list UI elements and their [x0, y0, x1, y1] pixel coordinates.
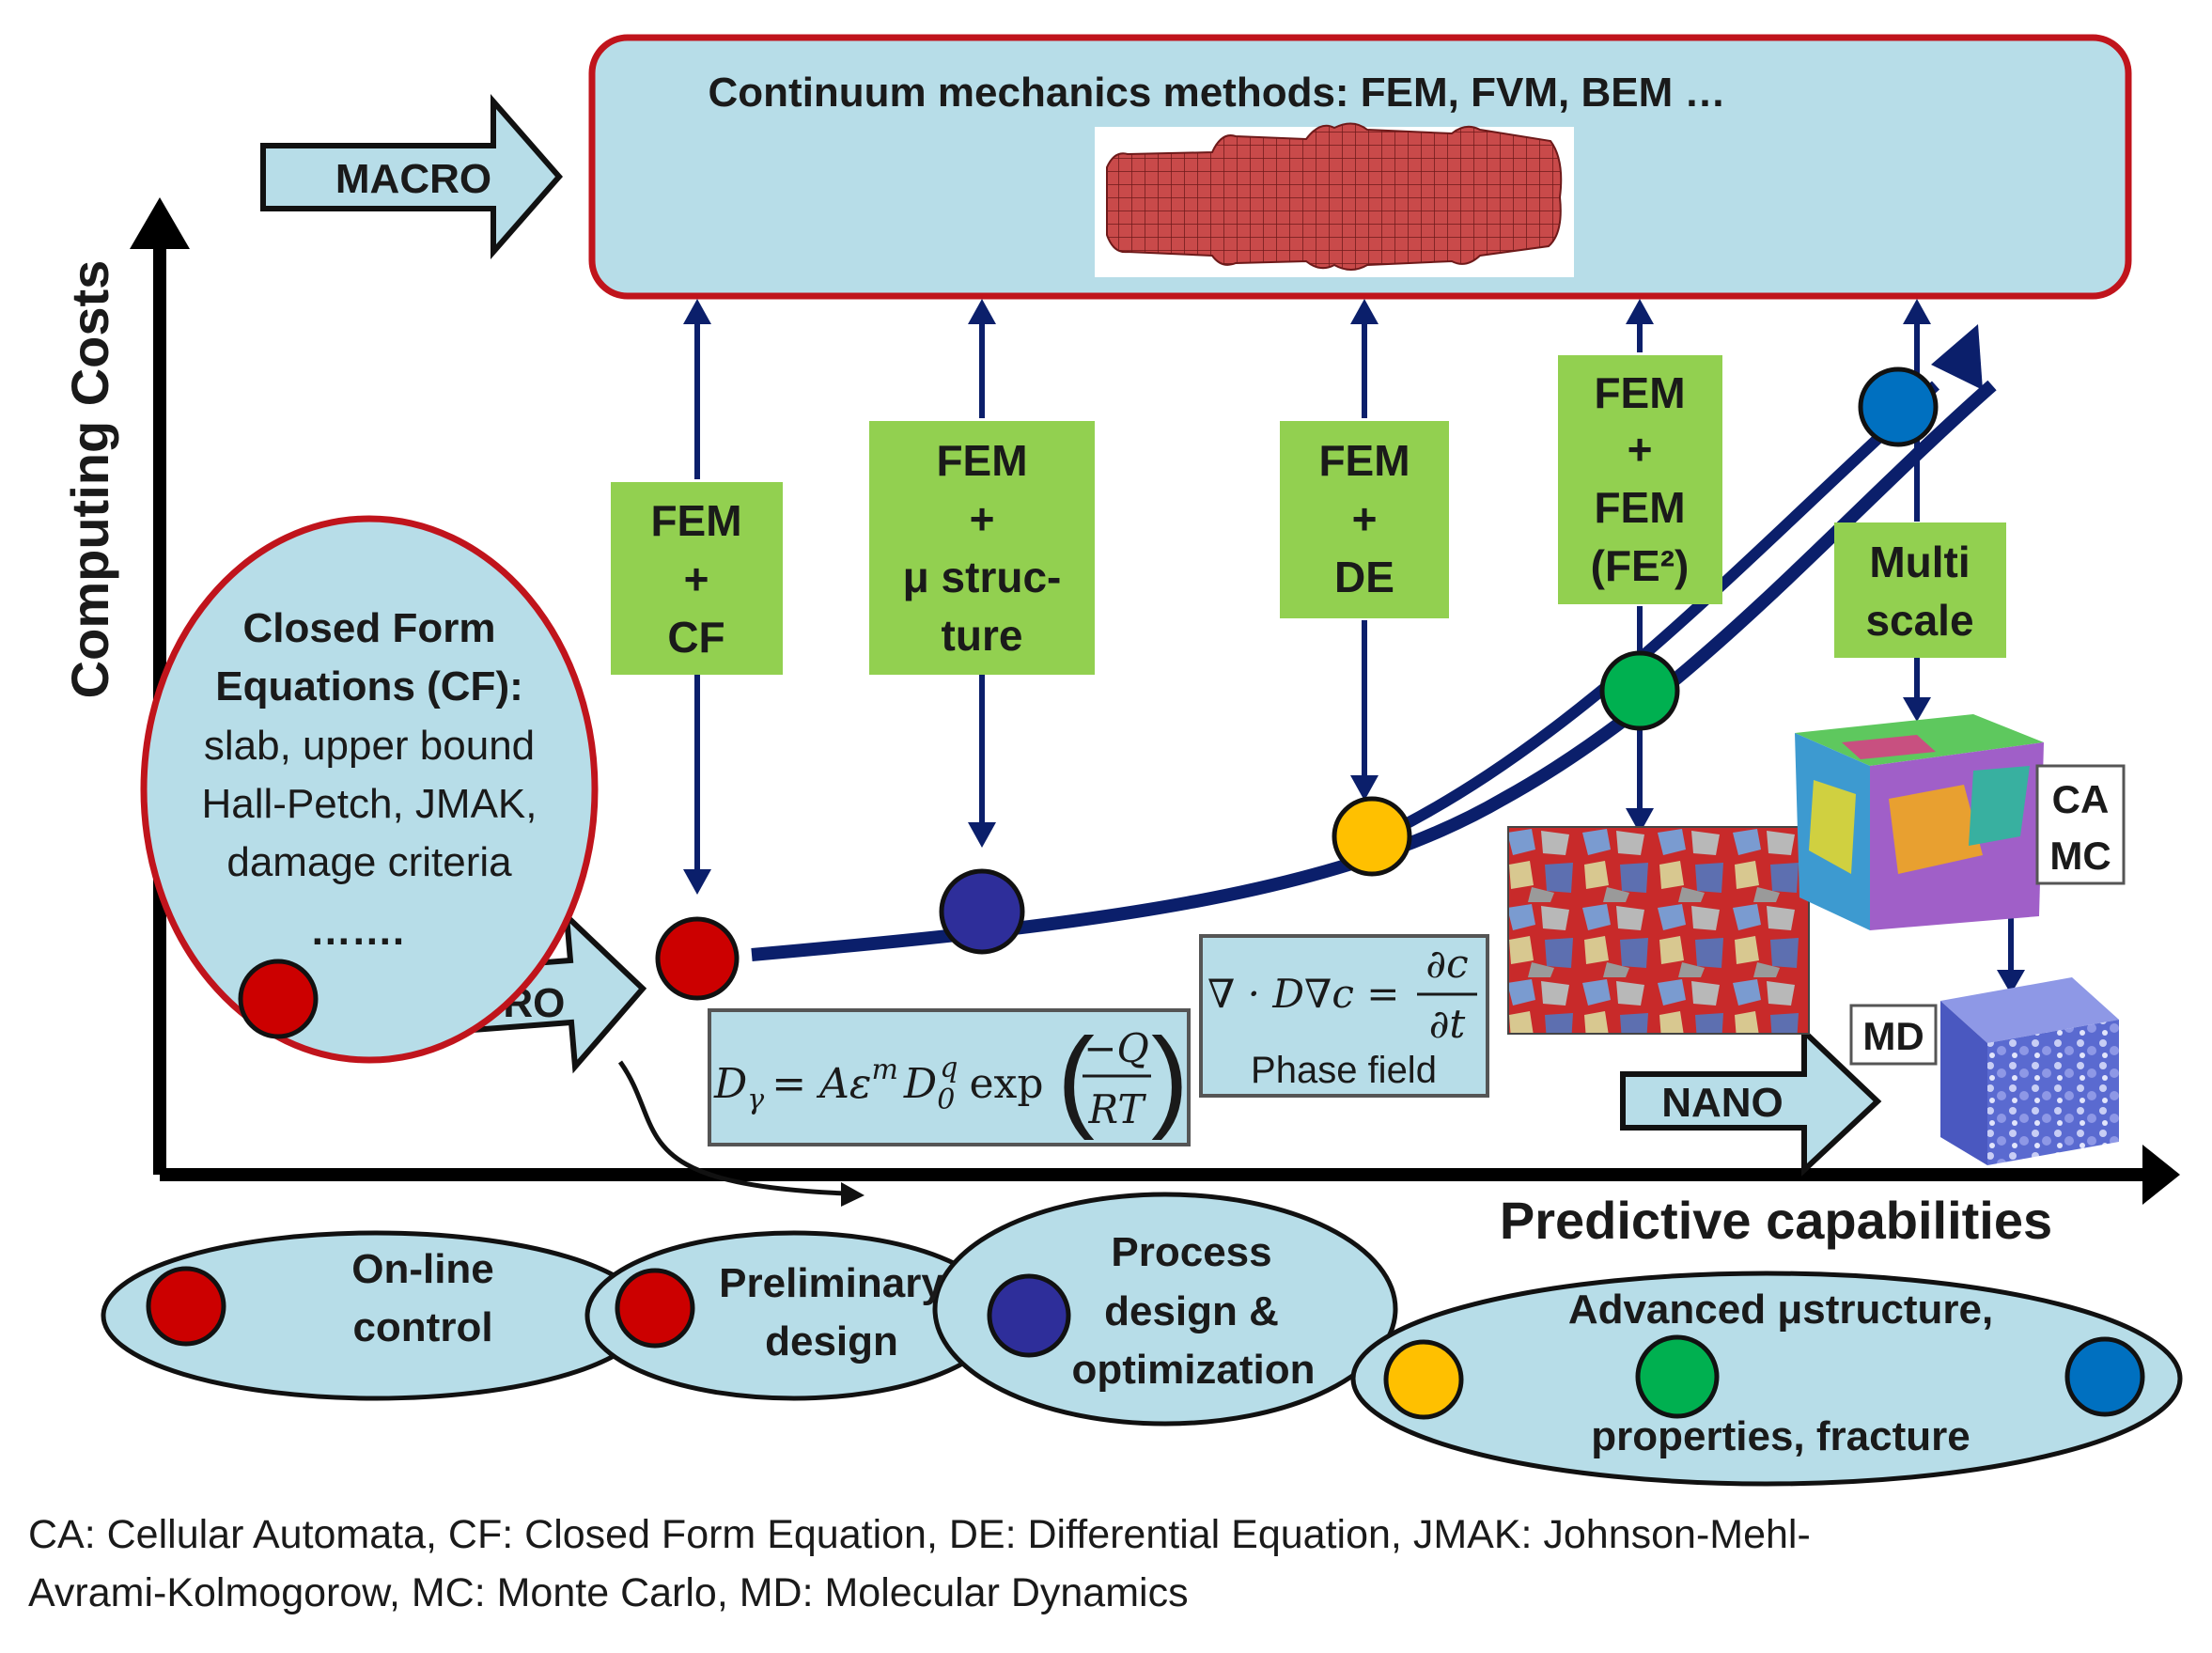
eq1-numerator: −Q: [1083, 1025, 1149, 1071]
eq2-denominator: ∂t: [1429, 1001, 1466, 1047]
closed-form-title-2: Equations (CF):: [215, 663, 523, 710]
eq1-sub-0: 0: [937, 1084, 955, 1116]
method-fem-de-line-2: +: [1352, 494, 1378, 543]
cost-curve-arrowhead: [1931, 324, 1983, 390]
oval-dot-blue: [2064, 1336, 2145, 1417]
oval-advanced-line-1: Advanced μstructure,: [1568, 1287, 1993, 1333]
eq2-lhs: ∇ · D∇c =: [1207, 971, 1399, 1017]
ca-cube-image: [1795, 714, 2044, 930]
eq1-sup-m: m: [871, 1053, 897, 1086]
method-box-multiscale: Multi scale: [1834, 522, 2006, 658]
method-box-fe2: FEM + FEM (FE²): [1558, 355, 1722, 604]
method-box-fem-cf: FEM + CF: [611, 482, 783, 675]
method-fem-cf-line-2: +: [684, 554, 709, 603]
oval-dot-yellow: [1383, 1339, 1464, 1420]
x-axis-label: Predictive capabilities: [1500, 1191, 2052, 1250]
fem-mesh-cylinder-image: [1095, 122, 1574, 277]
y-axis-label: Computing Costs: [60, 260, 119, 699]
closed-form-red-circle: [238, 959, 319, 1039]
method-fe2-line-2: +: [1628, 425, 1653, 474]
application-ovals: On-line control Preliminary design Proce…: [101, 1192, 2183, 1487]
md-label-box: MD: [1849, 1004, 1938, 1066]
method-fem-de-line-3: DE: [1334, 553, 1394, 601]
oval-advanced-microstructure: [1350, 1271, 2183, 1487]
oval-dot-red-2: [615, 1268, 695, 1349]
oval-process-design: [932, 1192, 1398, 1427]
dot-green: [1599, 650, 1680, 731]
oval-process-line-1: Process: [1111, 1229, 1271, 1275]
method-fe2-line-4: (FE²): [1591, 541, 1690, 590]
method-fe2-line-3: FEM: [1594, 483, 1685, 532]
cost-curve-upper: [1369, 381, 1940, 847]
macro-arrow: MACRO: [260, 94, 563, 259]
method-fem-mu-line-1: FEM: [936, 436, 1027, 485]
equation-box-2: ∇ · D∇c = ∂c ∂t Phase field: [1199, 934, 1489, 1098]
continuum-mechanics-title: Continuum mechanics methods: FEM, FVM, B…: [709, 70, 1726, 116]
eq1-lhs-sub: γ: [747, 1084, 764, 1116]
md-label: MD: [1862, 1014, 1924, 1058]
method-multiscale-line-2: scale: [1865, 596, 1973, 645]
abbreviation-legend: CA: Cellular Automata, CF: Closed Form E…: [28, 1505, 2189, 1622]
closed-form-dots: …….: [310, 908, 404, 954]
method-fem-mu-line-4: ture: [942, 611, 1023, 660]
continuum-mechanics-box: Continuum mechanics methods: FEM, FVM, B…: [588, 34, 2132, 300]
nano-label: NANO: [1661, 1080, 1784, 1126]
method-multiscale-line-1: Multi: [1869, 538, 1970, 586]
ca-label: CA: [2052, 777, 2110, 821]
oval-dot-indigo: [987, 1273, 1071, 1358]
method-box-fem-microstructure: FEM + μ struc- ture: [869, 421, 1095, 675]
oval-dot-red-1: [146, 1266, 226, 1347]
nano-arrow: NANO: [1620, 1025, 1882, 1177]
ca-mc-label-box: CA MC: [2035, 764, 2126, 885]
closed-form-line-2: Hall-Petch, JMAK,: [202, 781, 537, 827]
dot-blue: [1858, 366, 1939, 447]
mc-label: MC: [2049, 834, 2111, 878]
eq1-denominator: RT: [1088, 1086, 1147, 1132]
closed-form-title-1: Closed Form: [243, 605, 496, 651]
oval-advanced-line-2: properties, fracture: [1591, 1413, 1970, 1459]
oval-process-line-3: optimization: [1071, 1347, 1315, 1393]
method-fem-cf-line-3: CF: [667, 613, 724, 662]
dot-red-micro: [655, 916, 740, 1001]
micro-to-preliminary-connector: [617, 1060, 865, 1207]
eq1-rhs: = Aε: [771, 1060, 871, 1108]
oval-preliminary-line-1: Preliminary: [719, 1260, 944, 1306]
method-fem-mu-line-2: +: [970, 494, 995, 543]
eq1-sup-q: q: [940, 1052, 958, 1084]
legend-line-1: CA: Cellular Automata, CF: Closed Form E…: [28, 1512, 1811, 1557]
eq1-right-paren: ): [1151, 1015, 1189, 1141]
dot-indigo: [939, 868, 1025, 955]
method-fem-de-line-1: FEM: [1318, 436, 1410, 485]
method-fem-mu-line-3: μ struc-: [903, 553, 1062, 601]
closed-form-line-1: slab, upper bound: [204, 723, 535, 769]
eq1-exp: exp: [970, 1060, 1044, 1108]
method-fem-cf-line-1: FEM: [650, 496, 741, 545]
eq2-numerator: ∂c: [1425, 941, 1468, 987]
oval-dot-green: [1635, 1334, 1720, 1419]
eq2-caption: Phase field: [1251, 1050, 1437, 1091]
curve-dots: [655, 366, 1939, 1001]
md-cube-image: [1940, 977, 2119, 1165]
eq1-left-paren: (: [1057, 1015, 1095, 1141]
eq1-lhs: D: [713, 1060, 747, 1108]
eq1-d: D: [903, 1060, 937, 1108]
oval-online-line-2: control: [352, 1304, 492, 1350]
oval-preliminary-line-2: design: [765, 1318, 898, 1365]
method-box-fem-de: FEM + DE: [1280, 421, 1449, 618]
closed-form-line-3: damage criteria: [226, 839, 512, 885]
method-fe2-line-1: FEM: [1594, 368, 1685, 417]
closed-form-ellipse: Closed Form Equations (CF): slab, upper …: [140, 515, 599, 1064]
oval-online-line-1: On-line: [351, 1246, 494, 1292]
oval-process-line-2: design &: [1104, 1288, 1279, 1334]
dot-yellow: [1332, 796, 1412, 877]
macro-label: MACRO: [335, 156, 491, 202]
legend-line-2: Avrami-Kolmogorow, MC: Monte Carlo, MD: …: [28, 1570, 1189, 1615]
microstructure-image: [1507, 826, 1810, 1035]
x-axis: [160, 1145, 2180, 1205]
